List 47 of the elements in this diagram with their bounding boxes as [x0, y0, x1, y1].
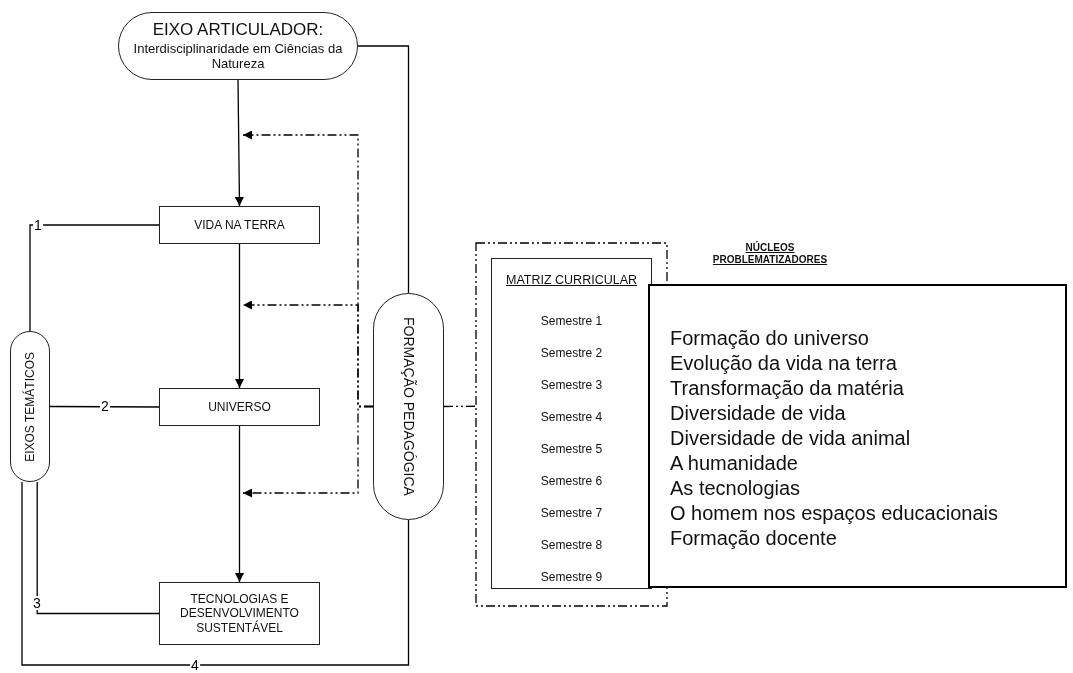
list-item: Semestre 3: [540, 379, 603, 391]
process-box: [159, 582, 320, 645]
list-item: Semestre 6: [540, 475, 603, 487]
terminator-shape: [10, 331, 50, 482]
list-item: Evolução da vida na terra: [670, 350, 897, 376]
node-label: VIDA NA TERRA: [194, 217, 285, 233]
dashed-frame: [475, 242, 668, 607]
edge-label: 1: [33, 218, 43, 232]
list-item: Semestre 5: [540, 443, 603, 455]
curriculum-box: [491, 258, 652, 589]
list-item: Semestre 1: [540, 315, 603, 327]
list-item: Transformação da matéria: [670, 375, 904, 401]
connector-line: [49, 405, 160, 408]
list-item: O homem nos espaços educacionais: [670, 500, 998, 526]
list-item: Semestre 9: [540, 571, 603, 583]
connector-line: [443, 405, 476, 408]
list-item: As tecnologias: [670, 475, 801, 501]
list-item: Formação docente: [670, 525, 837, 551]
connector-line: [21, 481, 410, 666]
list-item: A humanidade: [670, 450, 798, 476]
connector-line: [36, 481, 160, 615]
list-item: Semestre 7: [540, 507, 603, 519]
process-box: [159, 206, 320, 244]
list-heading: MATRIZ CURRICULAR: [506, 273, 637, 287]
edge-label: 2: [100, 399, 110, 413]
list-item: Formação do universo: [670, 325, 869, 351]
arrow: [234, 79, 244, 207]
list-heading: NÚCLEOS PROBLEMATIZADORES: [711, 242, 829, 266]
connector-line: [29, 224, 160, 332]
node-label: EIXOS TEMÁTICOS: [23, 351, 37, 462]
list-item: Diversidade de vida animal: [670, 425, 911, 451]
list-item: Semestre 2: [540, 347, 603, 359]
node-label: FORMAÇÃO PEDAGÓGICA: [400, 317, 417, 496]
node-label: UNIVERSO: [208, 399, 271, 415]
list-item: Semestre 8: [540, 539, 603, 551]
edge-label: 4: [190, 658, 200, 672]
list-item: Diversidade de vida: [670, 400, 846, 426]
process-box: [159, 388, 320, 426]
edge-label: 3: [32, 596, 42, 610]
subtitle: Interdisciplinaridade em Ciências da Natureza: [132, 40, 344, 72]
connector-line: [357, 45, 410, 294]
arrow: [242, 405, 374, 498]
heading: EIXO ARTICULADOR:: [152, 20, 324, 41]
arrow: [235, 425, 244, 583]
list-item: Semestre 4: [540, 411, 603, 423]
arrow: [235, 243, 244, 389]
node-label: TECNOLOGIAS E DESENVOLVIMENTO SUSTENTÁVEL: [179, 591, 300, 636]
